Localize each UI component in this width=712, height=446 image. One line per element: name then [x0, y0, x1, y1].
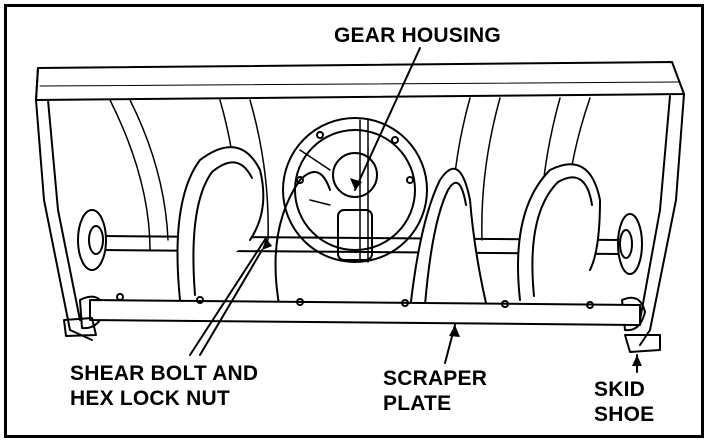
label-scraper-plate: SCRAPER PLATE	[383, 366, 487, 416]
label-gear-housing-text: GEAR HOUSING	[334, 24, 501, 47]
label-shear-bolt-line2: HEX LOCK NUT	[70, 387, 230, 410]
leader-shear-bolt-a	[189, 237, 267, 356]
housing-side-right	[639, 93, 685, 346]
label-shear-bolt: SHEAR BOLT AND HEX LOCK NUT	[70, 361, 258, 411]
auger-flights	[176, 146, 601, 321]
arrowhead-skid	[632, 355, 642, 366]
label-gear-housing: GEAR HOUSING	[334, 23, 501, 48]
skid-shoe-right	[624, 334, 661, 353]
right-bearing	[617, 213, 646, 332]
arrowhead-gear	[350, 178, 362, 190]
label-skid-shoe: SKID SHOE	[594, 377, 654, 427]
label-scraper-line1: SCRAPER	[383, 367, 488, 390]
skid-shoe-left	[63, 317, 97, 337]
label-skid-line1: SKID	[594, 378, 645, 401]
leader-lines	[189, 47, 638, 373]
label-skid-line2: SHOE	[594, 403, 655, 426]
label-shear-bolt-line1: SHEAR BOLT AND	[70, 362, 259, 385]
housing-top-bar	[35, 61, 685, 101]
left-bearing	[77, 209, 107, 330]
scraper-plate	[89, 293, 641, 326]
leader-shear-bolt-b	[199, 249, 263, 356]
leader-gear-housing	[354, 47, 421, 191]
arrowhead-scraper	[449, 325, 460, 337]
arrowhead-shear-a	[262, 238, 272, 250]
label-scraper-line2: PLATE	[383, 392, 452, 415]
